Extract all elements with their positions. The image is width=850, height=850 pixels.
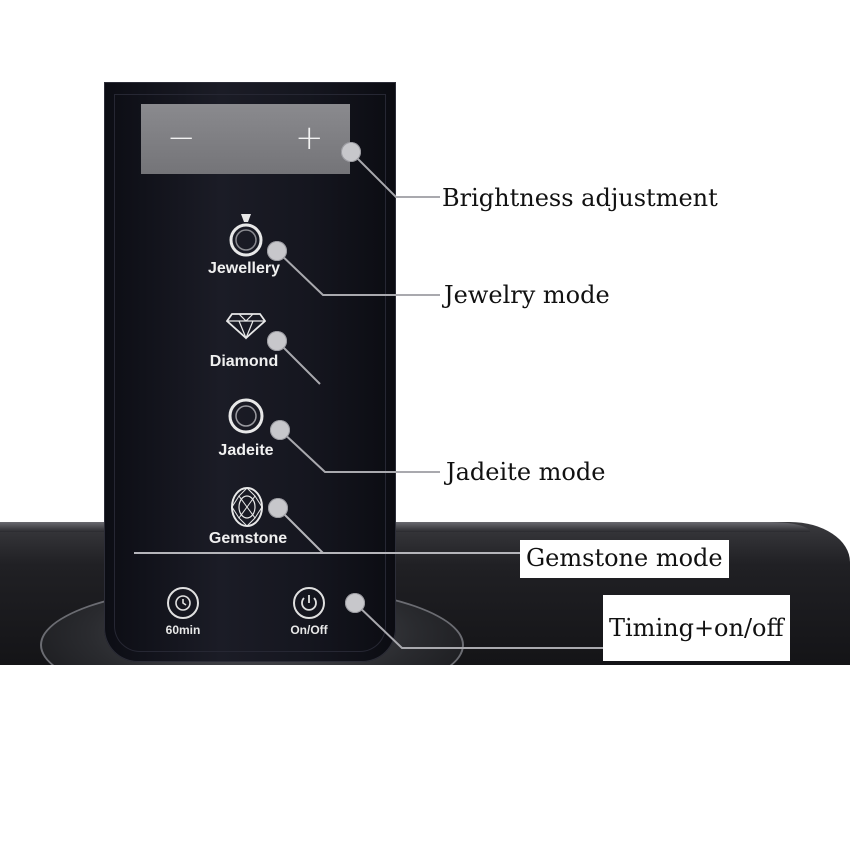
callout-jadeite: Jadeite mode [446,458,606,486]
callout-dot-jewelry [267,241,287,261]
timer-button-label[interactable]: 60min [165,623,201,637]
power-icon[interactable] [292,586,326,620]
callout-jewelry: Jewelry mode [444,281,610,309]
callout-dot-gemstone [268,498,288,518]
brightness-minus-button[interactable]: − [167,118,196,158]
callout-dot-jadeite [270,420,290,440]
brightness-bar[interactable]: − + [141,104,350,174]
mode-jewellery-label[interactable]: Jewellery [207,260,281,277]
bangle-icon[interactable] [226,396,266,436]
clock-icon[interactable] [166,586,200,620]
mode-gemstone-label[interactable]: Gemstone [208,530,288,547]
control-panel [104,82,396,662]
callout-dot-brightness [341,142,361,162]
callout-dot-timing [345,593,365,613]
power-button-label[interactable]: On/Off [290,623,328,637]
brightness-plus-button[interactable]: + [295,118,324,158]
callout-dot-diamond [267,331,287,351]
callout-gemstone: Gemstone mode [520,540,729,578]
mode-diamond-label[interactable]: Diamond [209,353,279,370]
ring-with-stone-icon[interactable] [226,210,266,260]
oval-gem-icon[interactable] [230,486,264,528]
mode-jadeite-label[interactable]: Jadeite [218,442,274,459]
callout-brightness: Brightness adjustment [442,184,718,212]
callout-timing: Timing+on/off [603,595,790,661]
diamond-icon[interactable] [226,312,266,340]
background-bottom [0,665,850,850]
